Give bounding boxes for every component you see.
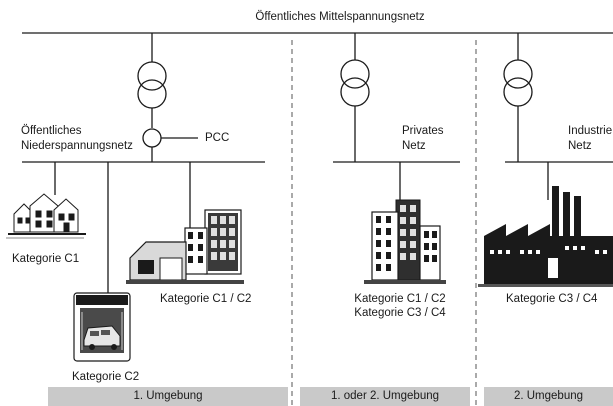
- private-grid-label-line2: Netz: [402, 140, 426, 152]
- residential-houses-icon: [6, 193, 86, 239]
- transformer-icon: [137, 33, 167, 128]
- category-c1-c2-label: Kategorie C1 / C2: [160, 293, 252, 305]
- category-c1-label: Kategorie C1: [12, 253, 80, 265]
- lv-grid-label-line1: Öffentliches: [21, 125, 82, 137]
- mv-grid-label: Öffentliches Mittelspannungsnetz: [255, 11, 425, 23]
- office-buildings-icon: [364, 199, 446, 284]
- car-wash-icon: [73, 292, 131, 362]
- lv-grid-label-line2: Niederspannungsnetz: [21, 140, 133, 152]
- industrial-grid-label-line2: Netz: [568, 140, 592, 152]
- transformer-icon: [340, 33, 370, 162]
- industrial-grid-label-line1: Industrie: [568, 125, 613, 137]
- factory-icon: [478, 186, 613, 287]
- environment-banner-2: 1. oder 2. Umgebung: [300, 387, 470, 406]
- private-category-label-line1: Kategorie C1 / C2: [354, 293, 446, 305]
- environment-banner-1: 1. Umgebung: [48, 387, 288, 406]
- category-c3-c4-label: Kategorie C3 / C4: [506, 293, 598, 305]
- pcc-label: PCC: [205, 132, 230, 144]
- private-grid-label-line1: Privates: [402, 125, 444, 137]
- transformer-icon: [503, 33, 533, 162]
- private-category-label-line2: Kategorie C3 / C4: [354, 307, 446, 319]
- environment-banner-3: 2. Umgebung: [484, 387, 613, 406]
- category-c2-label: Kategorie C2: [72, 371, 140, 383]
- pcc-point-icon: [142, 128, 198, 162]
- commercial-building-icon: [126, 209, 244, 284]
